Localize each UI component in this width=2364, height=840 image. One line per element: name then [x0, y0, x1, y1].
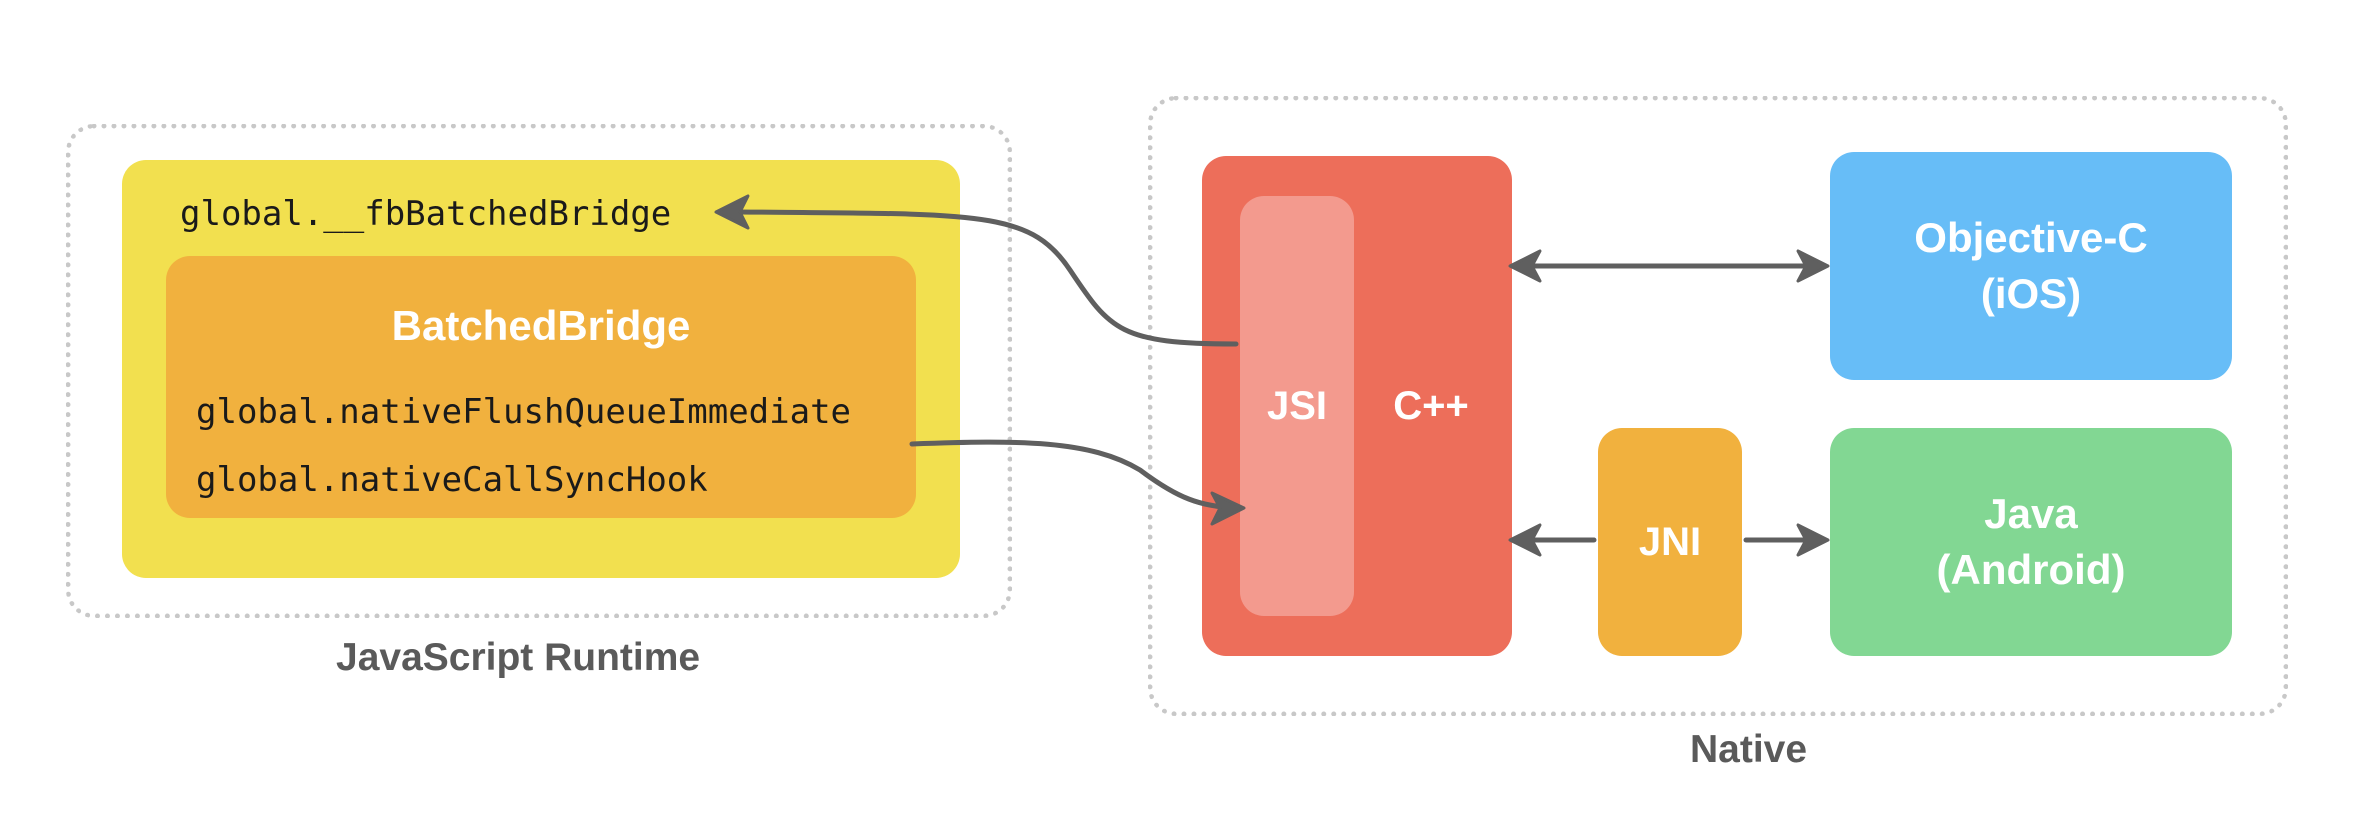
jsi-label: JSI — [1266, 383, 1328, 428]
cpp-label: C++ — [1393, 384, 1469, 428]
native-call-sync-hook-label: global.nativeCallSyncHook — [196, 460, 708, 500]
ios-label: (iOS) — [1980, 270, 2082, 317]
batched-bridge-title: BatchedBridge — [391, 302, 691, 349]
jni-label: JNI — [1638, 519, 1702, 564]
arrowhead-cpp-bottom — [1508, 523, 1542, 557]
objective-c-box: Objective-C (iOS) — [1830, 152, 2232, 380]
android-label: (Android) — [1936, 546, 2126, 593]
flush-queue-to-jsi-arrow — [909, 439, 1235, 511]
java-label: Java — [1984, 490, 2078, 537]
native-group — [1148, 96, 2288, 716]
batched-bridge-box — [166, 256, 916, 518]
objective-c-label: Objective-C — [1914, 214, 2148, 261]
jni-box: JNI — [1598, 428, 1742, 656]
javascript-runtime-group — [66, 124, 1012, 618]
arrowhead-jsi — [1210, 491, 1246, 526]
native-label: Native — [1690, 728, 1808, 771]
arrowhead-objective-c — [1796, 249, 1830, 283]
jsi-to-fb-batched-bridge-arrow — [737, 209, 1239, 347]
native-flush-queue-immediate-label: global.nativeFlushQueueImmediate — [196, 392, 852, 432]
jsi-box: JSI — [1240, 196, 1354, 616]
arrowhead-java — [1796, 523, 1830, 557]
java-box: Java (Android) — [1830, 428, 2232, 656]
javascript-runtime-label: JavaScript Runtime — [336, 636, 701, 679]
global-fb-batched-bridge-label: global.__fbBatchedBridge — [180, 194, 672, 234]
arrowhead-fb-batched-bridge — [714, 194, 750, 230]
arrowhead-cpp-top — [1508, 249, 1542, 283]
